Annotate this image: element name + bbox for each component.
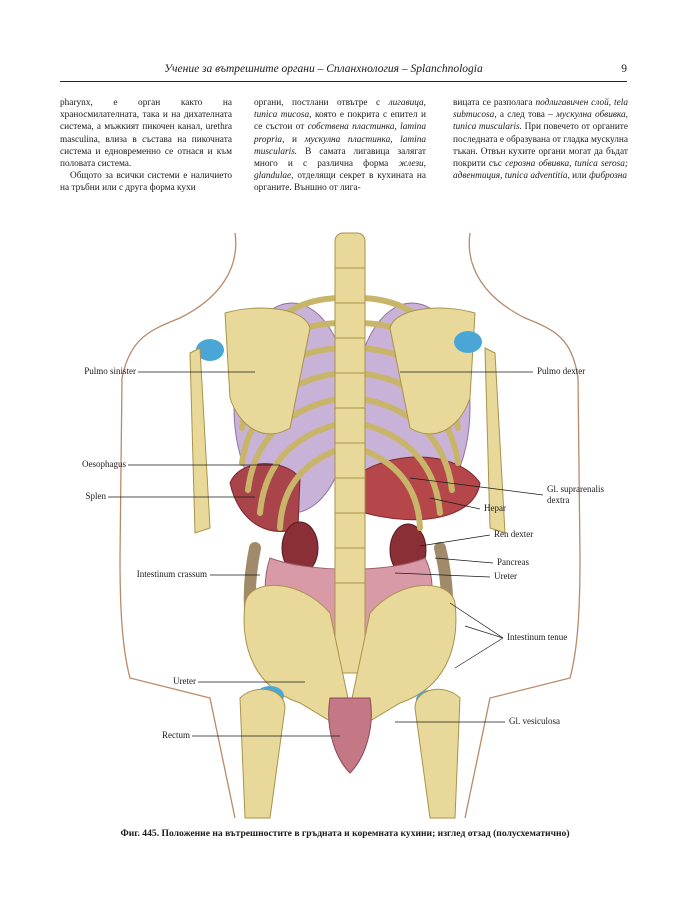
text-column-3: вицата се разполага подлигавичен слой, t… <box>453 97 628 182</box>
label-gl-suprarenalis: Gl. suprarenalis <box>547 484 604 494</box>
text-column-1: pharynx, е орган както на храносмилателн… <box>60 97 232 195</box>
left-shoulder-cartilage <box>196 339 224 361</box>
page-number: 9 <box>621 63 627 75</box>
vertebrae-lines <box>335 267 365 584</box>
paragraph: органи, постлани отвътре с лигавица, tun… <box>254 98 427 194</box>
label-gl-vesiculosa: Gl. vesiculosa <box>509 716 560 726</box>
paragraph: pharynx, е орган както на храносмилателн… <box>60 98 232 170</box>
left-scapula <box>224 307 311 435</box>
label-splen: Splen <box>85 491 106 501</box>
label-pulmo-dexter: Pulmo dexter <box>537 366 586 376</box>
running-header: Учение за вътрешните органи – Спланхноло… <box>60 63 627 82</box>
paragraph: Общото за всички системи е наличието на … <box>60 171 232 194</box>
anatomy-figure: Pulmo sinister Oesophagus Splen Intestin… <box>60 228 640 820</box>
right-femur <box>414 688 461 819</box>
rectum <box>328 697 372 774</box>
label-hepar: Hepar <box>484 503 506 513</box>
label-pancreas: Pancreas <box>497 557 529 567</box>
right-humerus <box>484 347 506 534</box>
figure-caption: Фиг. 445. Положение на вътрешностите в г… <box>120 828 570 839</box>
label-pulmo-sinister: Pulmo sinister <box>84 366 136 376</box>
left-femur <box>239 688 286 819</box>
text-column-2: органи, постлани отвътре с лигавица, tun… <box>254 97 426 195</box>
header-title: Учение за вътрешните органи – Спланхноло… <box>164 63 483 75</box>
label-ureter-left: Ureter <box>173 676 196 686</box>
body-text: pharynx, е орган както на храносмилателн… <box>60 97 632 207</box>
paragraph: вицата се разполага подлигавичен слой, t… <box>453 98 629 182</box>
label-intestinum-crassum: Intestinum crassum <box>136 569 207 579</box>
label-ren-dexter: Ren dexter <box>494 529 534 539</box>
label-intestinum-tenue: Intestinum tenue <box>507 632 568 642</box>
label-dextra: dextra <box>547 495 570 505</box>
label-rectum: Rectum <box>162 730 190 740</box>
body-outline <box>119 232 581 819</box>
right-scapula <box>389 307 476 435</box>
leader-lines <box>108 371 544 737</box>
label-ureter-right: Ureter <box>494 571 517 581</box>
left-humerus <box>189 347 211 534</box>
spine <box>334 232 366 674</box>
anatomy-illustration <box>108 232 581 819</box>
label-oesophagus: Oesophagus <box>82 459 126 469</box>
right-shoulder-cartilage <box>454 331 482 353</box>
